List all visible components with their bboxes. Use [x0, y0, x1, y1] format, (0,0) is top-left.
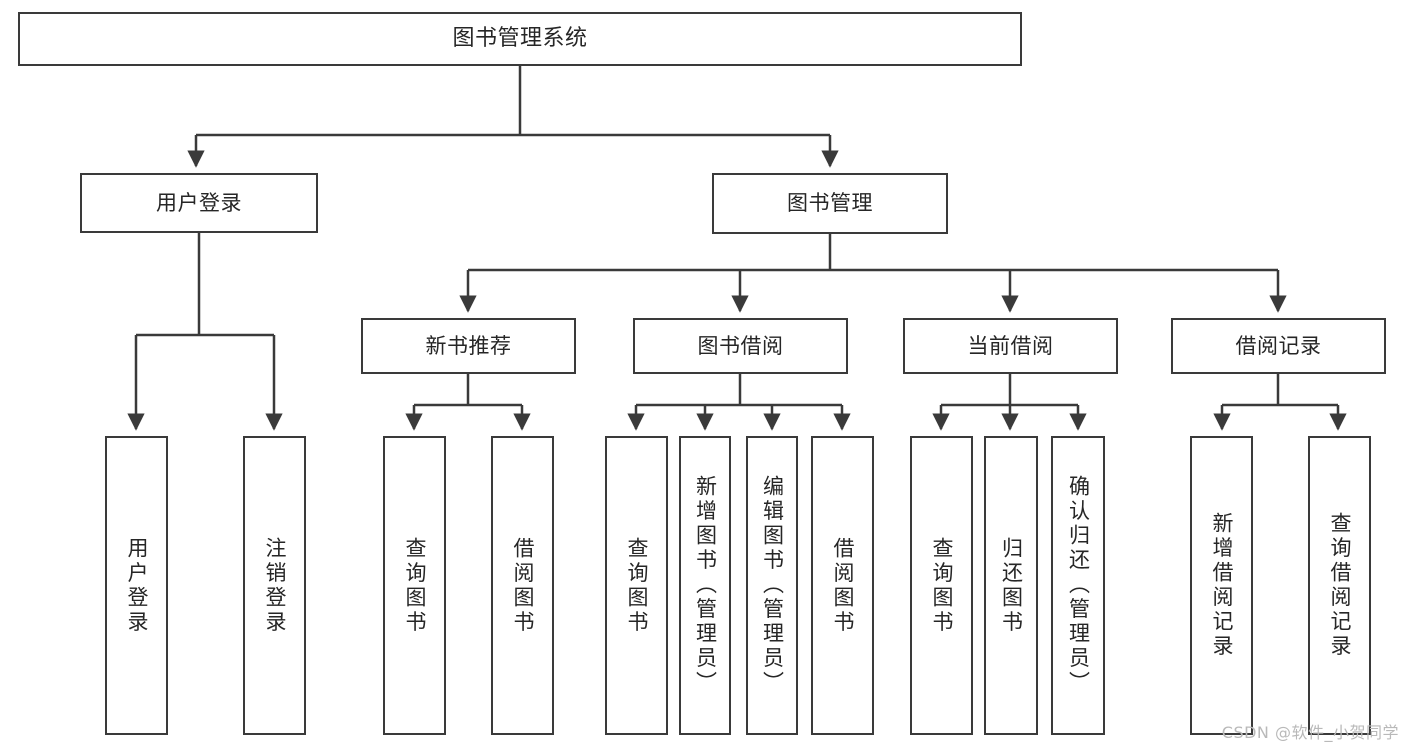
node-label: 归还图书	[999, 536, 1024, 635]
leaf-new-book-borrow-books[interactable]: 借阅图书	[491, 436, 554, 735]
leaf-book-borrow-query-books[interactable]: 查询图书	[605, 436, 668, 735]
node-book-borrow[interactable]: 图书借阅	[633, 318, 848, 374]
node-label: 查询借阅记录	[1328, 512, 1352, 659]
node-label: 图书借阅	[697, 333, 784, 358]
leaf-borrow-record-query-record[interactable]: 查询借阅记录	[1308, 436, 1371, 735]
leaf-user-login-logout[interactable]: 注销登录	[243, 436, 306, 735]
node-label: 新书推荐	[425, 333, 512, 358]
leaf-user-login-login[interactable]: 用户登录	[105, 436, 168, 735]
node-root-book-management-system[interactable]: 图书管理系统	[18, 12, 1022, 66]
csdn-watermark: CSDN @软件_小贺同学	[1221, 723, 1399, 742]
leaf-current-borrow-confirm-return-admin[interactable]: 确认归还（管理员）	[1051, 436, 1105, 735]
node-label: 编辑图书（管理员）	[760, 475, 785, 696]
node-label: 当前借阅	[967, 333, 1054, 358]
leaf-current-borrow-query-books[interactable]: 查询图书	[910, 436, 973, 735]
leaf-book-borrow-edit-book-admin[interactable]: 编辑图书（管理员）	[746, 436, 798, 735]
node-label: 借阅图书	[511, 536, 535, 635]
leaf-current-borrow-return-books[interactable]: 归还图书	[984, 436, 1038, 735]
leaf-new-book-query-books[interactable]: 查询图书	[383, 436, 446, 735]
node-label: 查询图书	[930, 536, 954, 635]
leaf-book-borrow-add-book-admin[interactable]: 新增图书（管理员）	[679, 436, 731, 735]
node-label: 查询图书	[625, 536, 649, 635]
node-label: 注销登录	[263, 536, 287, 635]
node-label: 图书管理	[787, 191, 873, 216]
leaf-borrow-record-add-record[interactable]: 新增借阅记录	[1190, 436, 1253, 735]
node-borrow-record[interactable]: 借阅记录	[1171, 318, 1386, 374]
node-label: 新增图书（管理员）	[693, 475, 718, 696]
node-label: 用户登录	[156, 190, 242, 215]
node-label: 新增借阅记录	[1210, 512, 1234, 659]
node-label: 图书管理系统	[452, 26, 588, 52]
node-new-book-recommend[interactable]: 新书推荐	[361, 318, 576, 374]
node-label: 查询图书	[403, 536, 427, 635]
node-current-borrow[interactable]: 当前借阅	[903, 318, 1118, 374]
node-book-management[interactable]: 图书管理	[712, 173, 948, 234]
node-label: 确认归还（管理员）	[1066, 475, 1091, 696]
node-label: 用户登录	[125, 536, 149, 635]
node-label: 借阅图书	[831, 536, 855, 635]
node-label: 借阅记录	[1235, 333, 1322, 358]
node-user-login[interactable]: 用户登录	[80, 173, 318, 233]
leaf-book-borrow-borrow-books[interactable]: 借阅图书	[811, 436, 874, 735]
